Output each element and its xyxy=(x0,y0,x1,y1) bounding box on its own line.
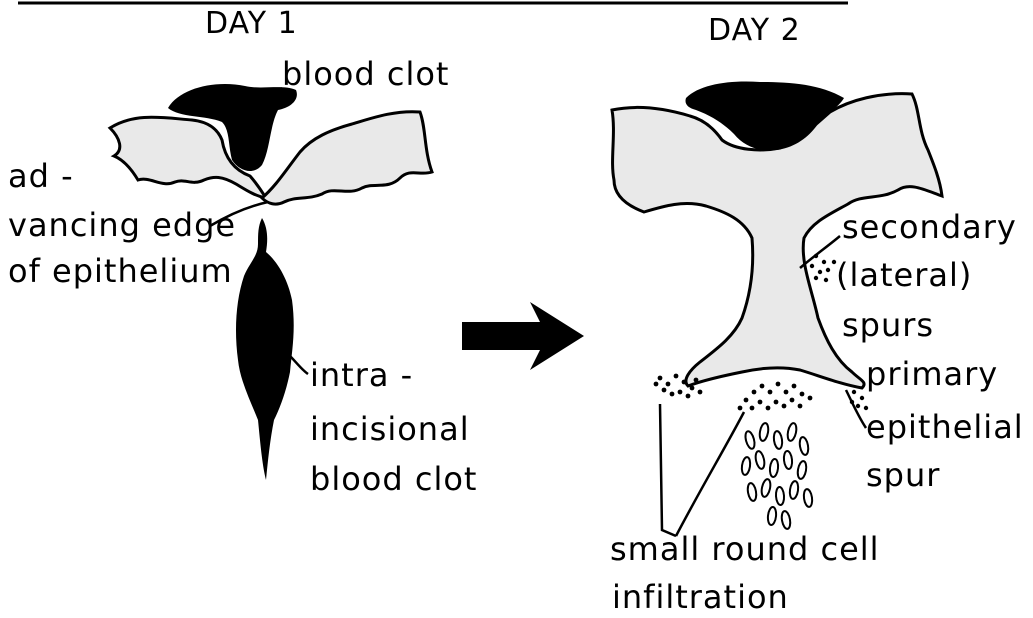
day2-label-secondary-2: (lateral) xyxy=(836,256,972,294)
day1-label-blood-clot: blood clot xyxy=(282,55,449,93)
day2-label-infiltration-1: small round cell xyxy=(610,530,880,568)
day1-intraincisional-clot xyxy=(236,218,294,480)
day2-label-primary-3: spur xyxy=(866,456,940,494)
day1-label-advancing-3: of epithelium xyxy=(8,252,233,290)
day1-right-epithelium xyxy=(262,112,432,204)
day2-panel: DAY 2 xyxy=(610,13,1024,616)
day2-label-primary-2: epithelial xyxy=(866,408,1024,446)
day2-label-primary-1: primary xyxy=(866,355,998,393)
day1-label-intra-1: intra - xyxy=(310,356,413,394)
day1-title: DAY 1 xyxy=(205,6,298,41)
day2-label-infiltration-2: infiltration xyxy=(612,578,789,616)
day2-title: DAY 2 xyxy=(708,13,801,48)
day2-leader-infiltration-right xyxy=(676,412,744,536)
day1-label-advancing-2: vancing edge xyxy=(8,206,236,244)
day2-infiltration-dots-center xyxy=(738,382,813,411)
day2-fibroblast-cells xyxy=(741,422,813,529)
progression-arrow-icon xyxy=(462,302,584,370)
day1-label-intra-3: blood clot xyxy=(310,460,477,498)
day1-panel: DAY 1 blood clot ad - vancing edge of ep… xyxy=(8,6,477,498)
day2-leader-infiltration-left xyxy=(660,404,676,536)
day2-label-secondary-3: spurs xyxy=(842,306,934,344)
day2-leader-primary xyxy=(846,390,866,428)
day2-label-secondary-1: secondary xyxy=(842,208,1017,246)
day1-leader-intra xyxy=(290,356,308,374)
day1-label-advancing-1: ad - xyxy=(8,157,74,195)
day1-label-intra-2: incisional xyxy=(310,410,470,448)
